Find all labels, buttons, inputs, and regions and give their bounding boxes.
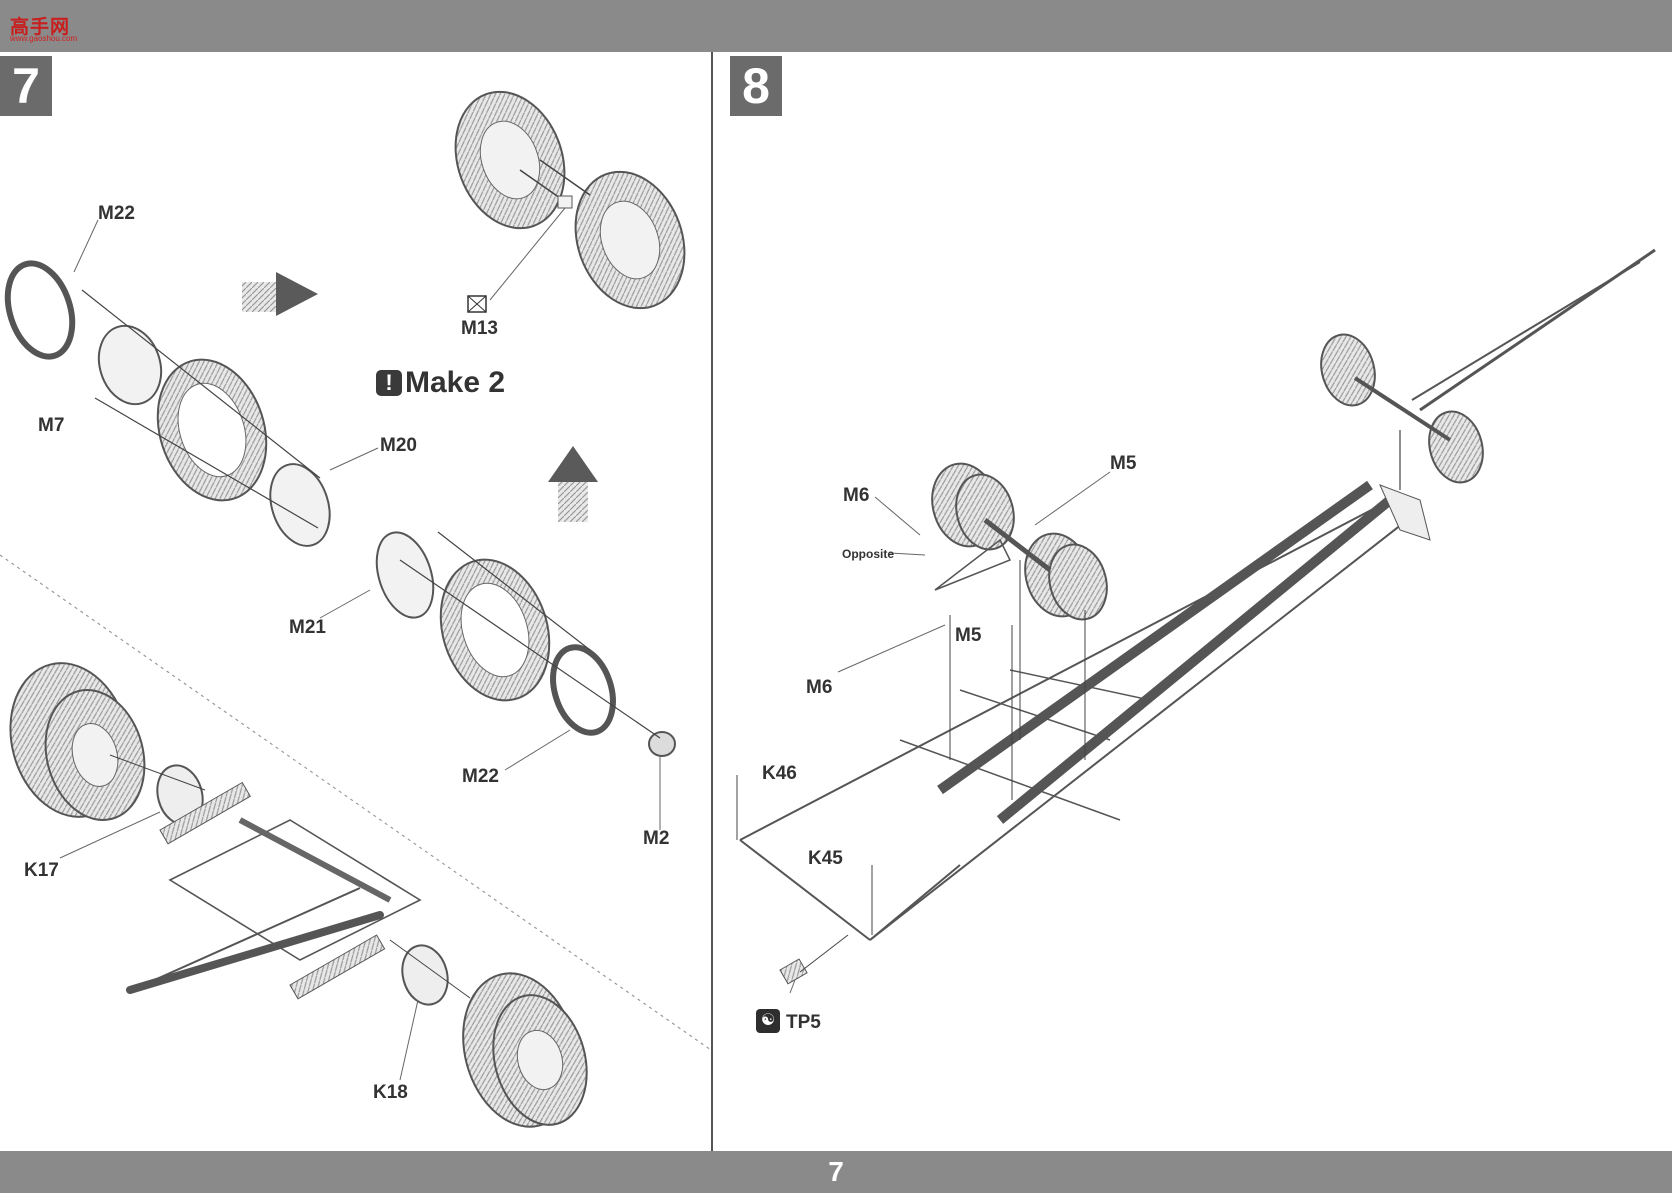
top-bar bbox=[0, 0, 1672, 52]
direction-arrow-right bbox=[242, 272, 318, 316]
part-label-m20: M20 bbox=[380, 435, 417, 456]
exclamation-icon: ! bbox=[376, 370, 402, 396]
step-7-badge: 7 bbox=[0, 56, 52, 116]
exploded-wheel-lower bbox=[319, 531, 676, 830]
decal-icon: ☯ bbox=[756, 1009, 780, 1033]
part-label-m5-mid: M5 bbox=[955, 625, 982, 646]
part-label-k46: K46 bbox=[762, 763, 797, 784]
make-quantity-note: ! Make 2 bbox=[376, 364, 505, 402]
part-label-m2: M2 bbox=[643, 828, 670, 849]
site-logo: 高手网 www.gaoshou.com bbox=[4, 4, 77, 44]
part-label-m13: M13 bbox=[461, 318, 498, 339]
part-label-tp5: TP5 bbox=[786, 1012, 821, 1033]
part-label-m6-top: M6 bbox=[843, 485, 870, 506]
separator-line bbox=[0, 554, 712, 1051]
direction-arrow-up bbox=[548, 446, 598, 522]
bottom-bar bbox=[0, 1151, 1672, 1193]
trailer-frame bbox=[736, 248, 1656, 994]
make-quantity-text: Make 2 bbox=[405, 366, 506, 399]
assembled-wheel-pair bbox=[454, 90, 686, 313]
part-label-m22-bottom: M22 bbox=[462, 766, 499, 787]
part-label-k45: K45 bbox=[808, 848, 843, 869]
part-label-opposite: Opposite bbox=[842, 547, 895, 561]
logo-title: 高手网 bbox=[10, 16, 71, 38]
panel-divider bbox=[711, 52, 713, 1151]
page-number: 7 bbox=[828, 1156, 844, 1187]
part-label-m22-top: M22 bbox=[98, 203, 135, 224]
part-label-m6-mid: M6 bbox=[806, 677, 833, 698]
step-8-badge: 8 bbox=[730, 56, 782, 116]
exploded-wheel-upper bbox=[4, 219, 379, 547]
part-label-m7: M7 bbox=[38, 415, 65, 436]
part-label-k17: K17 bbox=[24, 860, 59, 881]
part-label-k18: K18 bbox=[373, 1082, 408, 1103]
axle-assembly bbox=[9, 662, 588, 1128]
part-label-m5-top: M5 bbox=[1110, 453, 1137, 474]
logo-subtitle: www.gaoshou.com bbox=[10, 34, 78, 43]
part-label-m21: M21 bbox=[289, 617, 326, 638]
